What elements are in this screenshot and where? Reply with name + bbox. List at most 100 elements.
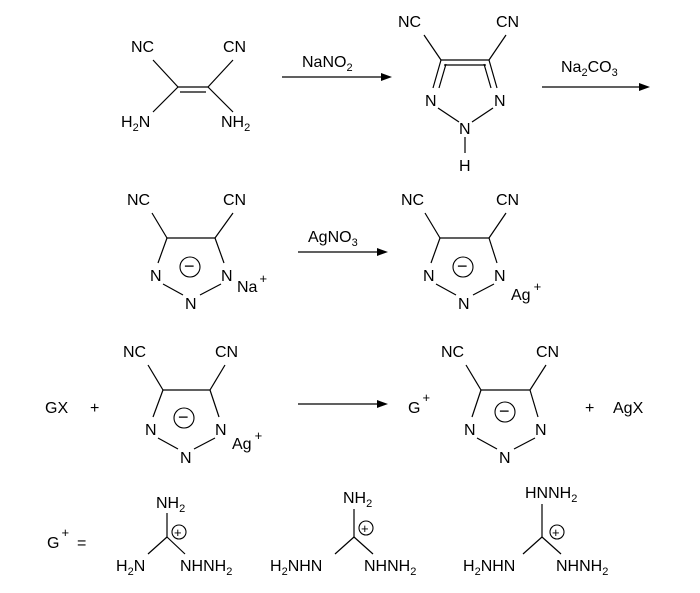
bond [334,536,355,555]
bond [166,536,186,555]
negative-charge-icon [494,401,516,423]
n-label: N [145,422,157,439]
bond [465,364,482,391]
bond [471,389,482,418]
bond [522,536,543,555]
n-label: N [221,268,233,285]
diaminomaleonitrile: NC CN H2N NH2 [121,39,250,134]
n-label: N [185,296,197,313]
minus-sign: − [499,401,510,421]
cn-label: CN [496,14,519,31]
bond [488,34,507,61]
bond [424,212,441,239]
n-label: N [458,296,470,313]
h2nhn-label: H2NHN [270,558,322,578]
bond [152,86,179,113]
reagent-agno3: AgNO3 [308,229,358,249]
aminoguanidinium: NH2 + H2N NHNH2 [116,495,232,578]
na-label: Na+ [237,271,267,296]
agx-label: AgX [613,400,644,417]
bond [152,59,179,88]
bond [214,237,225,264]
n-label: N [215,422,227,439]
minus-sign: − [184,256,195,276]
bond [472,283,495,296]
diaminoguanidinium: NH2 + H2NHN NHNH2 [270,490,416,578]
negative-charge-icon [452,256,474,278]
n-label: N [423,268,435,285]
n-label: N [180,450,192,467]
h2n-label: H2N [116,558,145,578]
g-cation-label: G+ [47,525,69,552]
arrow-head [639,83,650,91]
equals-sign: = [77,535,86,552]
bond [423,34,442,61]
bond [209,389,220,418]
plus-sign: + [361,521,369,536]
positive-charge-icon [549,524,565,540]
plus-sign: + [585,400,594,417]
nhnh2-label: NHNH2 [364,558,416,578]
bond [207,86,234,113]
bond [529,389,539,418]
nhnh2-label: NHNH2 [556,558,608,578]
dicyanotriazolate-product: NC CN N N N − [441,344,559,467]
bond [147,364,164,391]
arrow-head [377,248,388,256]
g-cation-label: G+ [408,390,430,417]
h2n-label: H2N [121,114,150,134]
bond [529,364,547,391]
double-bond [438,63,447,89]
hnnh2-label: HNNH2 [525,485,577,505]
n-label: N [494,268,506,285]
minus-sign: − [178,407,189,427]
bond [488,237,498,264]
n-label: N [425,93,437,110]
plus-sign: + [174,525,182,540]
nc-label: NC [123,344,146,361]
plus-sign: + [90,400,99,417]
cn-label: CN [536,344,559,361]
n-label: N [499,450,511,467]
nh2-label: NH2 [343,490,372,510]
nh2-label: NH2 [156,495,185,515]
bond [157,237,168,264]
bond [435,283,457,296]
h2nhn-label: H2NHN [463,558,515,578]
cn-label: CN [223,39,246,56]
bond [476,437,498,450]
bond [353,536,374,555]
bond [162,283,184,296]
bond [193,437,216,450]
double-bond [483,63,492,89]
silver-dicyanotriazolate: NC CN N N N − Ag+ [401,192,541,313]
n-label: N [150,268,162,285]
ag-label: Ag+ [511,279,541,304]
dicyanotriazole: NC CN N N N H [398,14,519,175]
bond [199,283,222,296]
arrow-head [381,73,392,81]
bond [432,59,442,89]
bond [147,536,168,555]
positive-charge-icon [358,520,374,536]
nc-label: NC [127,192,150,209]
nc-label: NC [131,39,154,56]
bond [209,364,226,391]
n-label: N [535,422,547,439]
triaminoguanidinium: HNNH2 + H2NHN NHNH2 [463,485,608,578]
nc-label: NC [441,344,464,361]
ag-label: Ag+ [232,428,262,453]
bond [207,59,234,88]
bond [471,107,494,123]
nc-label: NC [398,14,421,31]
bond [157,437,179,450]
bond [430,237,441,264]
n-label: N [494,93,506,110]
reagent-nano2: NaNO2 [302,54,353,74]
plus-sign: + [552,525,560,540]
bond [214,212,234,239]
negative-charge-icon [173,407,195,429]
cn-label: CN [215,344,238,361]
bond [152,389,164,418]
